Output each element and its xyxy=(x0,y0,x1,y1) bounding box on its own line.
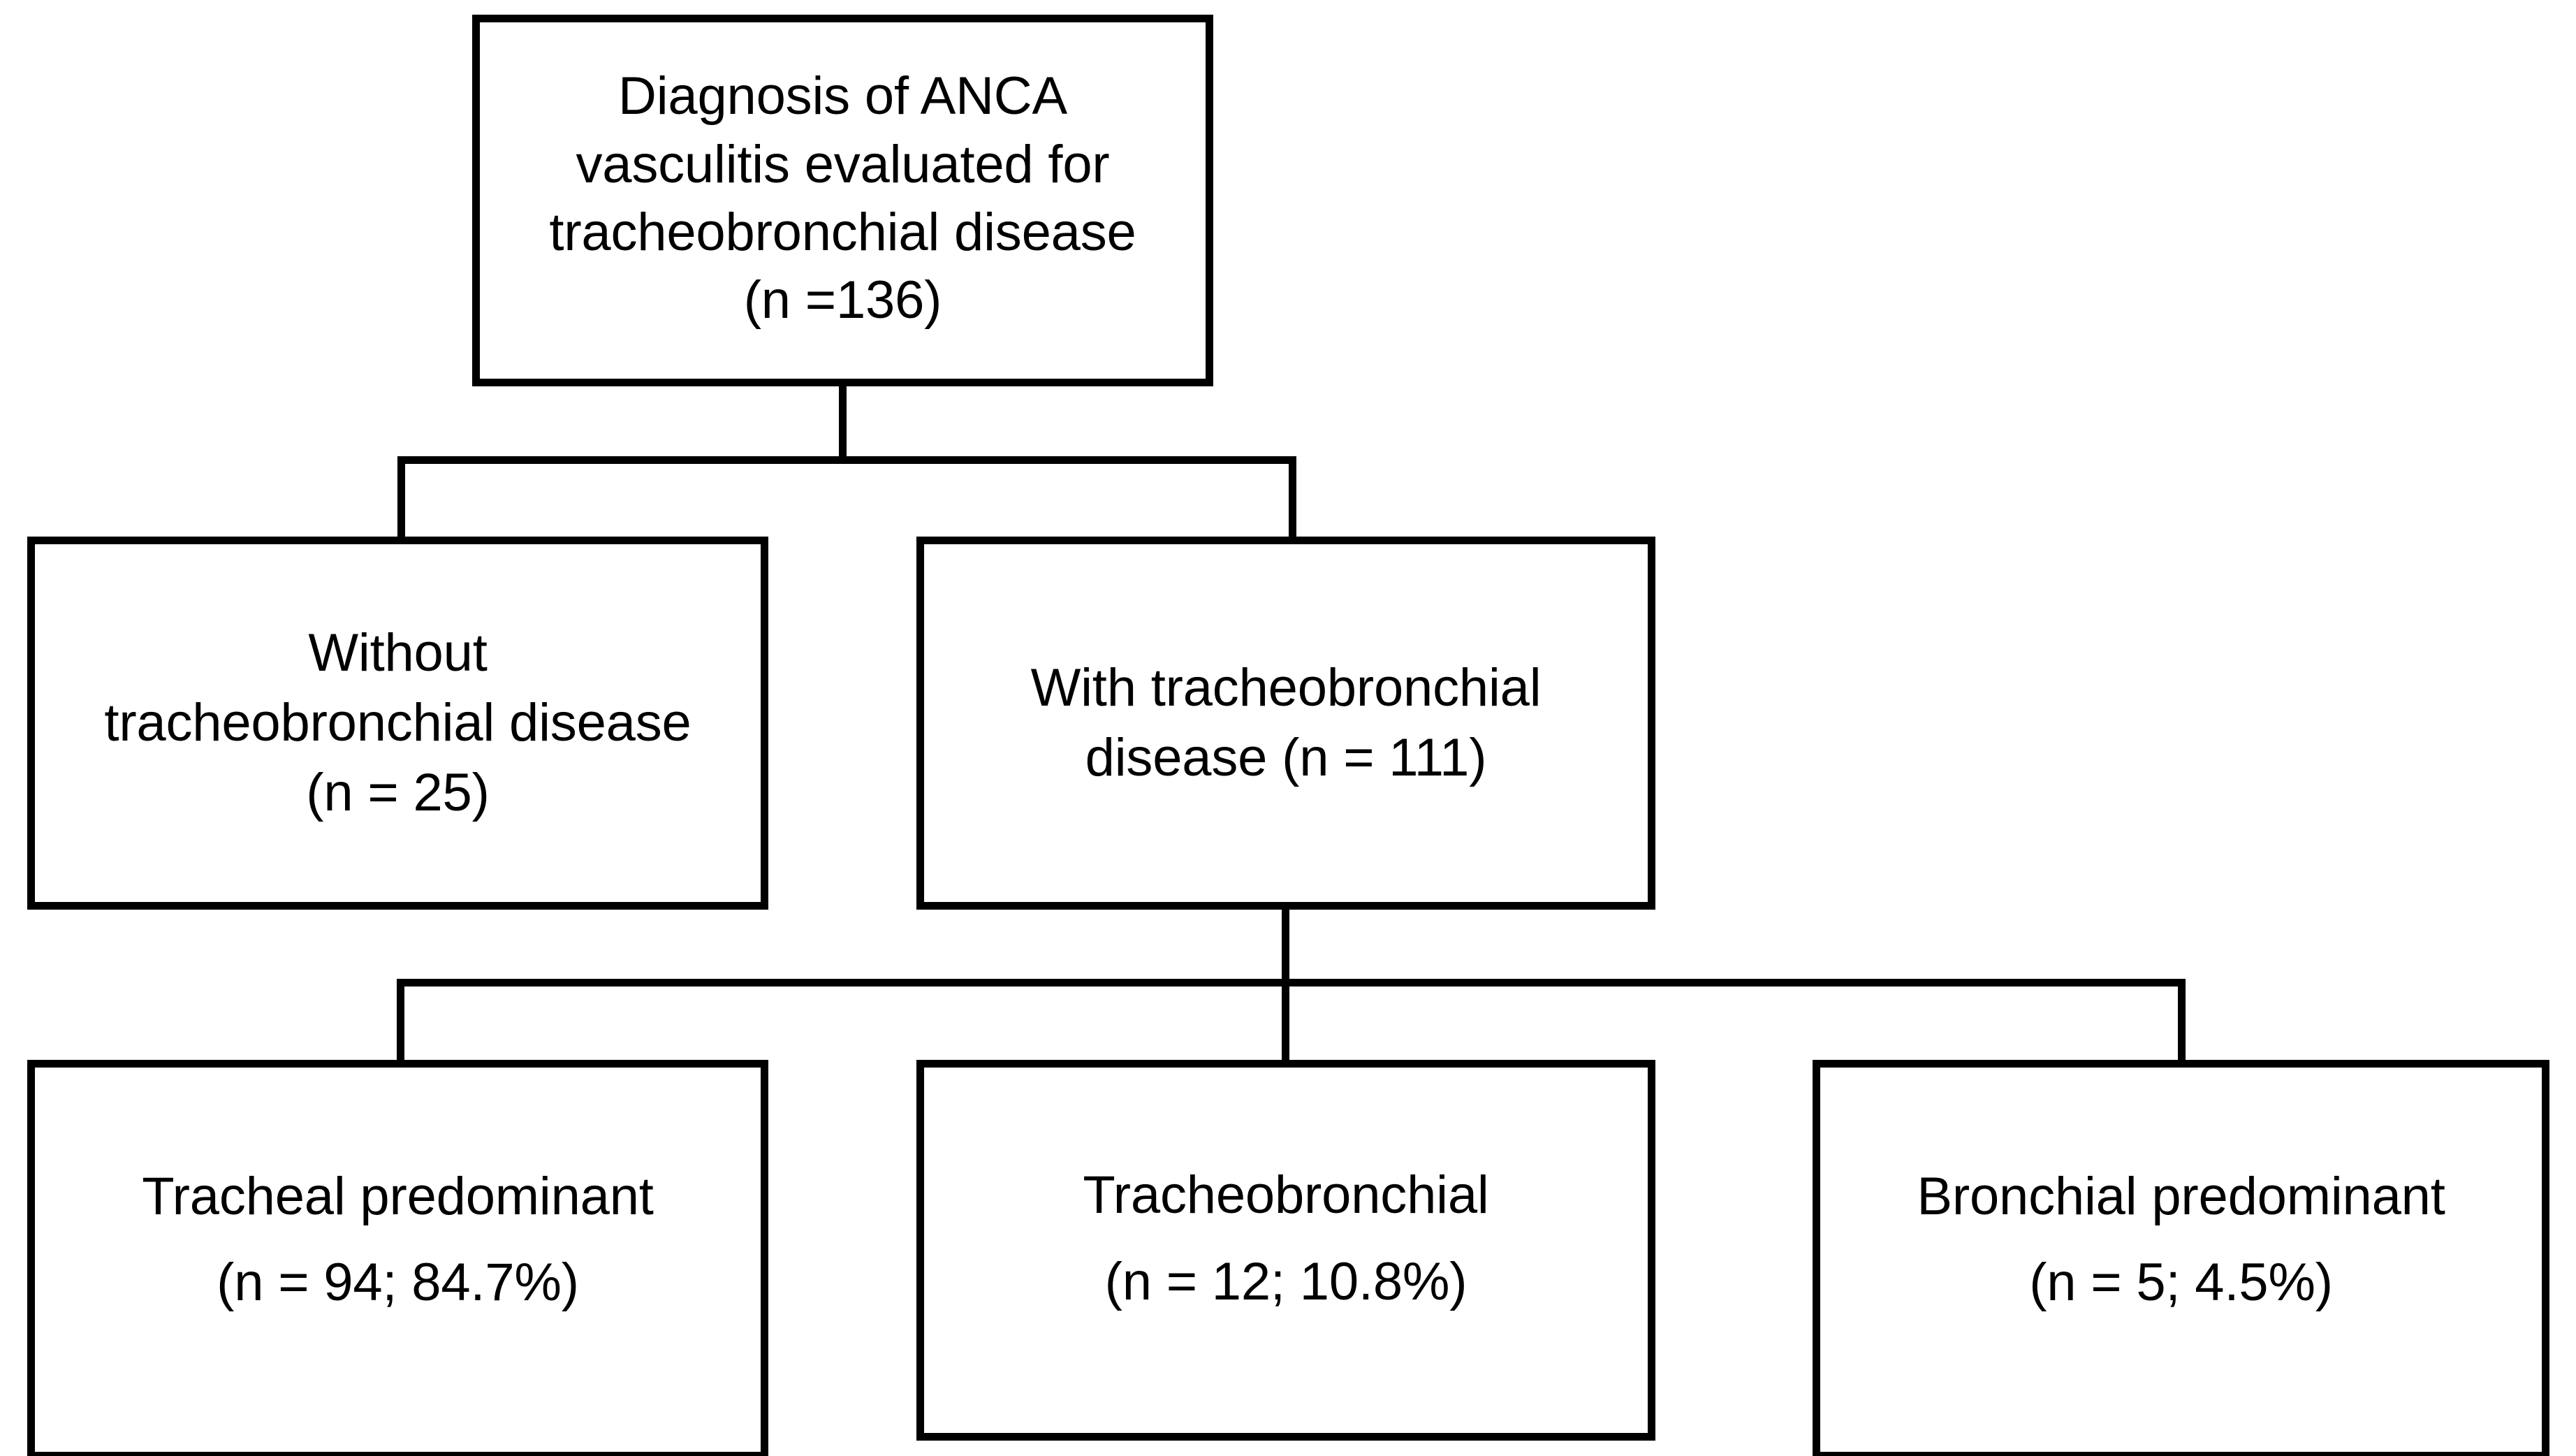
node-with-tracheobronchial-disease: With tracheobronchial disease (n = 111) xyxy=(916,537,1655,910)
node-label-bronchial: Bronchial predominant (n = 5; 4.5%) xyxy=(1917,1166,2445,1312)
node-label-tracheobronchial: Tracheobronchial (n = 12; 10.8%) xyxy=(1083,1165,1489,1311)
connector-with-stem xyxy=(1282,907,1289,986)
connector-level1-horizontal-bar xyxy=(397,456,1296,464)
node-tracheal-predominant: Tracheal predominant (n = 94; 84.7%) xyxy=(27,1060,768,1456)
connector-root-to-with xyxy=(1289,456,1296,541)
node-label-tracheal: Tracheal predominant (n = 94; 84.7%) xyxy=(142,1166,654,1312)
node-label-root: Diagnosis of ANCA vasculitis evaluated f… xyxy=(549,66,1136,330)
connector-with-to-tracheal xyxy=(397,979,404,1065)
node-label-with: With tracheobronchial disease (n = 111) xyxy=(1030,657,1542,787)
connector-root-to-without xyxy=(397,456,405,541)
node-tracheobronchial: Tracheobronchial (n = 12; 10.8%) xyxy=(916,1060,1655,1441)
node-bronchial-predominant: Bronchial predominant (n = 5; 4.5%) xyxy=(1813,1060,2549,1456)
node-label-without: Without tracheobronchial disease (n = 25… xyxy=(104,623,691,823)
node-diagnosis-root: Diagnosis of ANCA vasculitis evaluated f… xyxy=(472,15,1213,386)
connector-root-stem xyxy=(839,384,847,464)
connector-level2-horizontal-bar xyxy=(397,979,2186,987)
node-without-tracheobronchial-disease: Without tracheobronchial disease (n = 25… xyxy=(27,537,768,910)
connector-with-to-bronchial xyxy=(2178,979,2186,1065)
connector-with-to-tracheobronchial xyxy=(1282,979,1289,1065)
